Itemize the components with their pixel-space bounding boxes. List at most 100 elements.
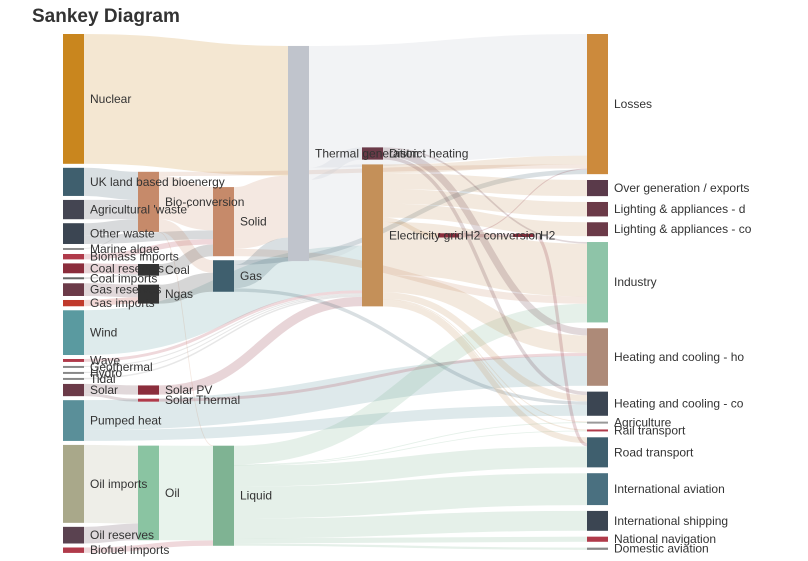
sankey-link[interactable] [233, 430, 588, 466]
sankey-node[interactable] [213, 187, 234, 257]
sankey-link[interactable] [233, 303, 588, 465]
sankey-link[interactable] [83, 33, 289, 176]
sankey-node[interactable] [63, 383, 84, 397]
sankey-node[interactable] [587, 421, 608, 424]
sankey-link[interactable] [83, 295, 363, 380]
sankey-node[interactable] [288, 45, 309, 262]
sankey-node[interactable] [438, 233, 459, 238]
sankey-node[interactable] [63, 253, 84, 260]
sankey-node[interactable] [63, 547, 84, 553]
sankey-node[interactable] [63, 358, 84, 362]
sankey-link[interactable] [533, 233, 588, 447]
sankey-link[interactable] [158, 244, 214, 276]
sankey-link[interactable] [83, 393, 139, 402]
sankey-node[interactable] [513, 233, 534, 237]
sankey-node[interactable] [63, 223, 84, 244]
sankey-link[interactable] [233, 446, 588, 487]
sankey-link[interactable] [382, 274, 588, 353]
sankey-node[interactable] [63, 247, 84, 250]
sankey-node[interactable] [587, 437, 608, 468]
sankey-link[interactable] [83, 294, 363, 374]
sankey-link[interactable] [382, 189, 588, 217]
sankey-node[interactable] [587, 328, 608, 386]
sankey-link[interactable] [382, 149, 588, 336]
sankey-node[interactable] [63, 400, 84, 441]
sankey-link[interactable] [158, 219, 214, 273]
sankey-node[interactable] [63, 371, 84, 374]
sankey-node[interactable] [138, 385, 159, 395]
sankey-link[interactable] [158, 296, 363, 395]
sankey-node[interactable] [587, 429, 608, 432]
sankey-node[interactable] [138, 284, 159, 304]
sankey-link[interactable] [232, 175, 290, 249]
sankey-link[interactable] [83, 540, 214, 553]
sankey-link[interactable] [308, 147, 363, 180]
sankey-link[interactable] [382, 147, 588, 244]
sankey-node[interactable] [362, 147, 383, 160]
sankey-node[interactable] [138, 445, 159, 541]
sankey-node[interactable] [138, 398, 159, 402]
sankey-node[interactable] [63, 310, 84, 355]
sankey-link[interactable] [83, 404, 588, 441]
sankey-link[interactable] [158, 231, 214, 447]
sankey-link[interactable] [233, 510, 588, 539]
sankey-link[interactable] [306, 164, 365, 262]
sankey-node[interactable] [213, 445, 234, 546]
sankey-link[interactable] [382, 156, 588, 396]
sankey-node[interactable] [587, 201, 608, 217]
sankey-link[interactable] [233, 536, 588, 544]
sankey-node[interactable] [587, 473, 608, 506]
sankey-link[interactable] [382, 221, 588, 297]
sankey-node[interactable] [587, 34, 608, 175]
sankey-node[interactable] [63, 199, 84, 220]
sankey-link[interactable] [83, 355, 588, 430]
sankey-node[interactable] [63, 365, 84, 368]
sankey-link[interactable] [83, 283, 139, 298]
sankey-node[interactable] [213, 260, 234, 292]
sankey-link[interactable] [232, 237, 290, 289]
sankey-node[interactable] [63, 444, 84, 523]
sankey-link[interactable] [83, 293, 363, 368]
sankey-node[interactable] [63, 34, 84, 164]
sankey-node[interactable] [63, 299, 84, 307]
sankey-link[interactable] [382, 300, 588, 444]
sankey-node[interactable] [63, 263, 84, 274]
sankey-link[interactable] [83, 290, 363, 362]
sankey-link[interactable] [458, 168, 588, 235]
sankey-link[interactable] [83, 167, 139, 200]
sankey-link[interactable] [382, 155, 588, 174]
sankey-link[interactable] [158, 175, 214, 231]
sankey-link[interactable] [308, 34, 588, 168]
sankey-node[interactable] [138, 264, 159, 276]
sankey-node[interactable] [63, 277, 84, 280]
sankey-link[interactable] [158, 352, 588, 402]
sankey-link[interactable] [382, 217, 439, 238]
sankey-link[interactable] [83, 239, 214, 260]
sankey-link[interactable] [83, 230, 214, 244]
sankey-link[interactable] [158, 272, 214, 304]
sankey-node[interactable] [587, 391, 608, 416]
sankey-link[interactable] [83, 273, 139, 280]
sankey-node[interactable] [587, 510, 608, 531]
sankey-node[interactable] [63, 526, 84, 544]
sankey-link[interactable] [382, 299, 588, 431]
sankey-link[interactable] [83, 444, 139, 524]
sankey-link[interactable] [83, 297, 139, 307]
sankey-link[interactable] [382, 298, 588, 423]
sankey-link[interactable] [83, 231, 139, 249]
sankey-node[interactable] [587, 222, 608, 237]
sankey-link[interactable] [83, 383, 139, 395]
sankey-link[interactable] [382, 203, 588, 237]
sankey-link[interactable] [83, 245, 363, 355]
sankey-link[interactable] [233, 422, 588, 466]
sankey-link[interactable] [382, 292, 588, 402]
sankey-link[interactable] [83, 263, 139, 274]
sankey-link[interactable] [83, 523, 139, 544]
sankey-node[interactable] [63, 167, 84, 196]
sankey-node[interactable] [63, 283, 84, 296]
sankey-link[interactable] [382, 173, 588, 197]
sankey-node[interactable] [63, 377, 84, 380]
sankey-link[interactable] [83, 219, 139, 236]
sankey-node[interactable] [362, 164, 383, 307]
sankey-node[interactable] [587, 536, 608, 542]
